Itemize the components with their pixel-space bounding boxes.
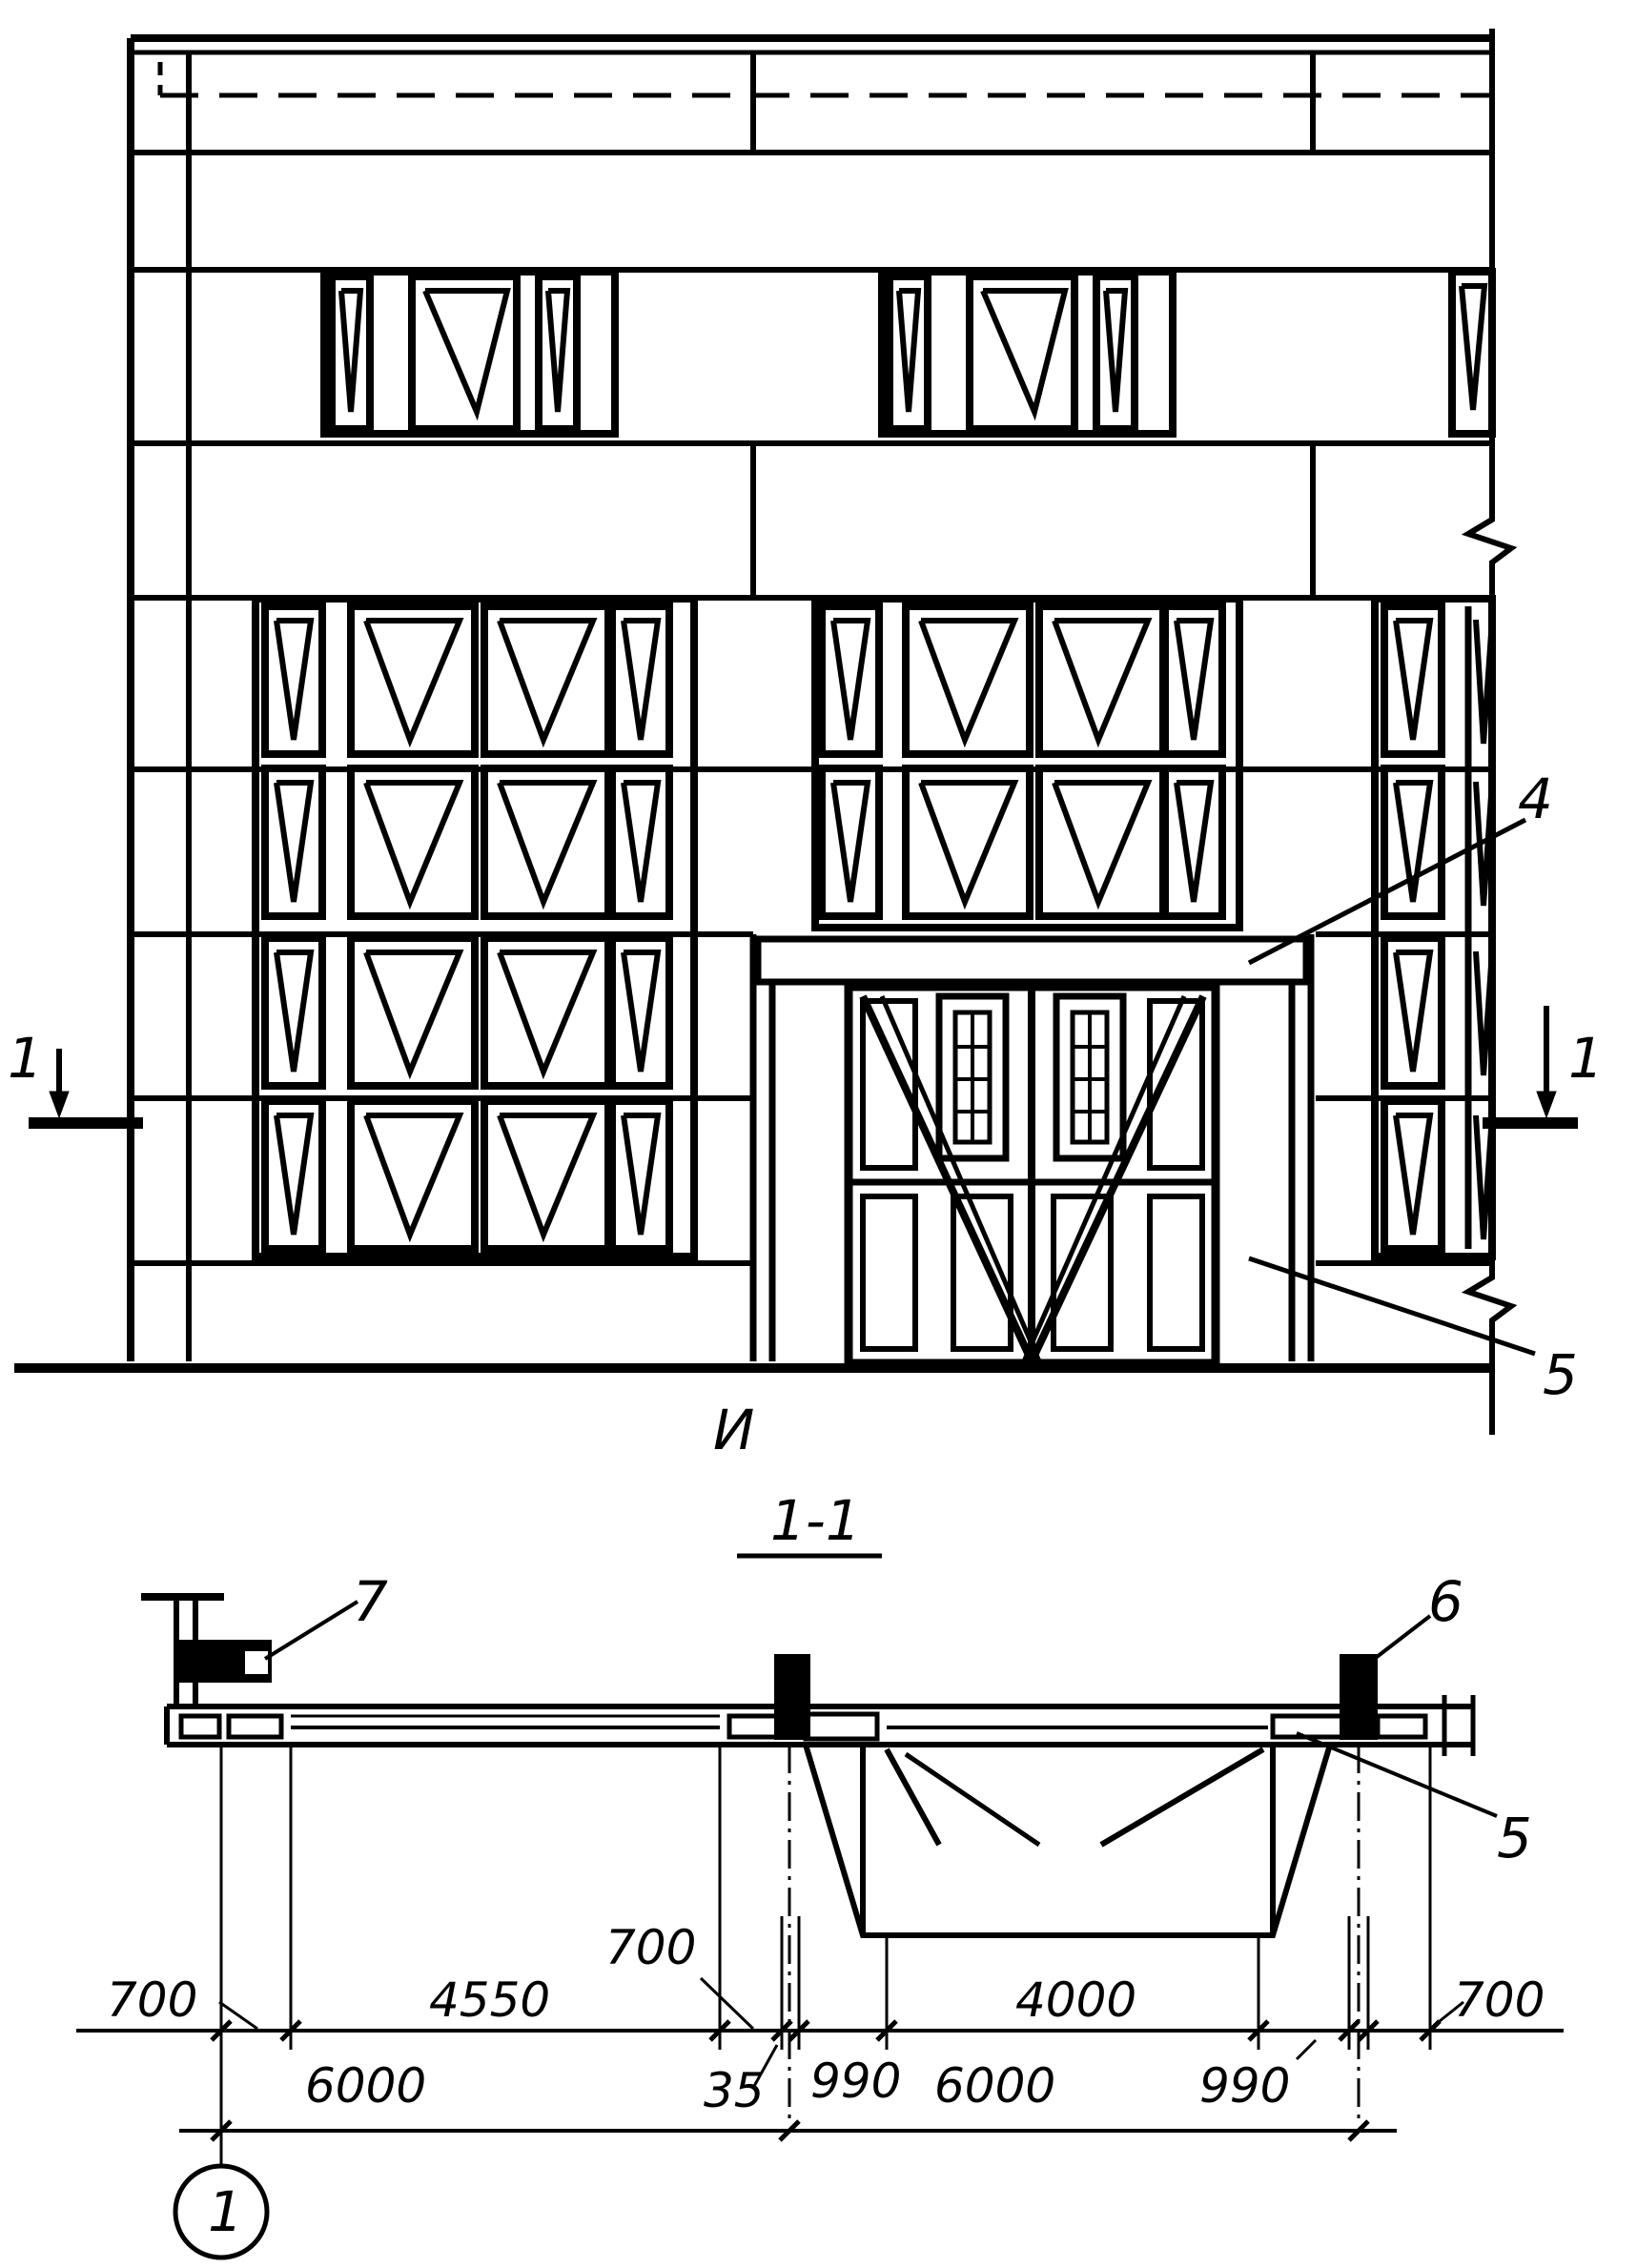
facade-elevation [14, 29, 1578, 1435]
section-title: 1-1 [770, 1488, 861, 1553]
dim-4550: 4550 [429, 1972, 550, 2028]
glazing-block-right-partial [1371, 595, 1496, 1260]
upper-window-2 [878, 268, 1177, 438]
cut-mark-right [1483, 1006, 1578, 1129]
upper-window-3-partial [1448, 268, 1496, 438]
callout-5: 5 [1543, 1342, 1578, 1407]
dim-700-center: 700 [605, 1920, 696, 1975]
cut-mark-left [29, 1049, 143, 1129]
dim-4000: 4000 [1015, 1972, 1136, 2028]
axis-bubble [173, 2163, 270, 2260]
dim-35: 35 [704, 2063, 765, 2118]
dim-700-right: 700 [1454, 1972, 1545, 2028]
entrance-gate [844, 982, 1220, 1368]
dim-700-left: 700 [107, 1972, 197, 2028]
glazing-block-center [811, 595, 1243, 931]
elevation-view-label: И [713, 1398, 754, 1462]
callout-6: 6 [1428, 1569, 1463, 1634]
dim-990-right: 990 [1199, 2058, 1290, 2114]
dim-990-left: 990 [810, 2053, 901, 2109]
section-plan [76, 1593, 1564, 2260]
dim-6000-right: 6000 [934, 2058, 1055, 2114]
cut-mark-label-left: 1 [8, 1026, 43, 1091]
axis-label: 1 [208, 2179, 243, 2244]
upper-window-1 [320, 268, 619, 438]
cut-mark-label-right: 1 [1568, 1026, 1604, 1091]
dim-6000-left: 6000 [305, 2058, 426, 2114]
callout-5-section: 5 [1497, 1806, 1532, 1870]
glazing-block-left [252, 595, 698, 1260]
callout-7: 7 [353, 1569, 388, 1634]
callout-4: 4 [1518, 766, 1553, 831]
